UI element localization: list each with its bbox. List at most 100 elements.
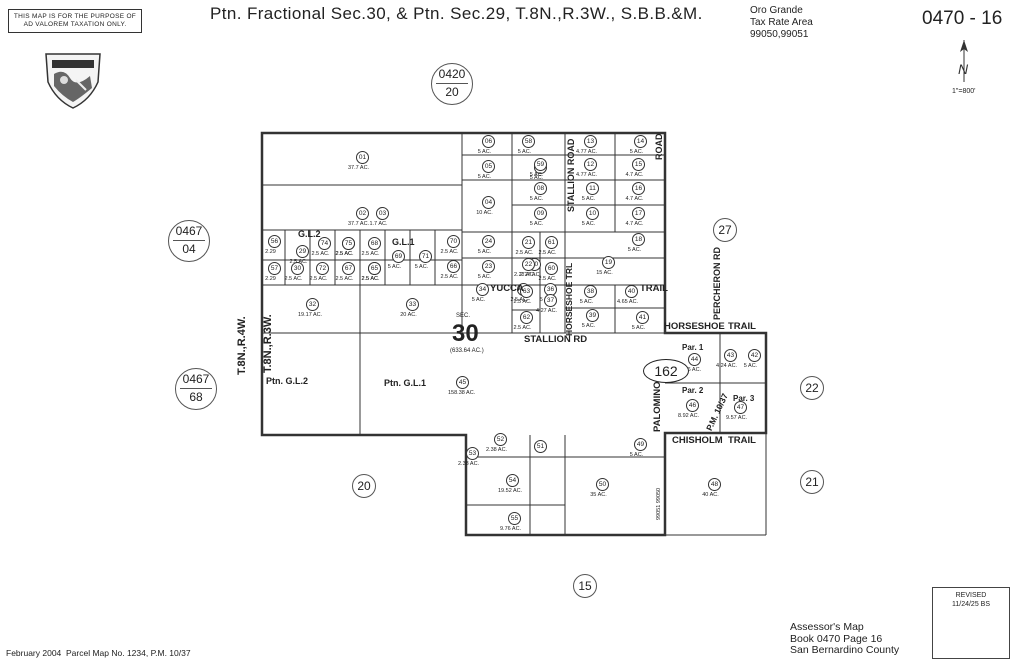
lot-par3: Par. 3 (733, 394, 755, 403)
parcel-number: 47 (734, 401, 747, 414)
parcel-number: 22 (522, 258, 535, 271)
section-number: 30 (452, 320, 479, 347)
map-title: Ptn. Fractional Sec.30, & Ptn. Sec.29, T… (210, 4, 703, 23)
parcel-acreage: 9.76 AC. (500, 526, 522, 532)
parcel-number: 65 (368, 262, 381, 275)
parcel-acreage: 1.7 AC. (369, 221, 388, 227)
adjacent-map-0467-68[interactable]: 0467 68 (175, 368, 217, 410)
parcel-number: 12 (584, 158, 597, 171)
parcel-acreage: 2.29 (265, 249, 276, 255)
section-acreage: (633.64 AC.) (450, 348, 484, 354)
parcel-acreage: 5 AC. (517, 149, 532, 155)
parcel-lines (260, 131, 768, 537)
assessor-line-3: San Bernardino County (790, 644, 900, 656)
adjacent-map-0420-20[interactable]: 0420 20 (431, 63, 473, 105)
section-prefix: SEC. (456, 313, 471, 319)
parcel-number: 05 (482, 160, 495, 173)
parcel-number: 02 (356, 207, 369, 220)
parcel-acreage: 2.5 AC. (440, 249, 459, 255)
parcel-acreage: 2.5 AC. (289, 259, 308, 265)
map-number: 0470 - 16 (922, 8, 1003, 29)
parcel-acreage: 2.5 AC. (440, 274, 459, 280)
parcel-number: 63 (520, 285, 533, 298)
parcel-acreage: 5 AC. (529, 172, 544, 178)
parcel-51[interactable]: 51 (534, 440, 547, 453)
parcel-number: 50 (596, 478, 609, 491)
parcel-number: 19 (602, 256, 615, 269)
parcel-acreage: 35 AC. (590, 492, 607, 498)
street-percheron-rd: PERCHERON RD (712, 246, 722, 320)
parcel-acreage: 10 AC. (476, 210, 493, 216)
section-20: 20 (352, 474, 376, 498)
disclaimer-box: THIS MAP IS FOR THE PURPOSE OF AD VALORE… (8, 9, 142, 33)
township-label-r4w: T.8N.,R.4W. (236, 316, 248, 375)
adjacent-page: 20 (445, 85, 459, 99)
adjacent-map-0467-04[interactable]: 0467 04 (168, 220, 210, 262)
